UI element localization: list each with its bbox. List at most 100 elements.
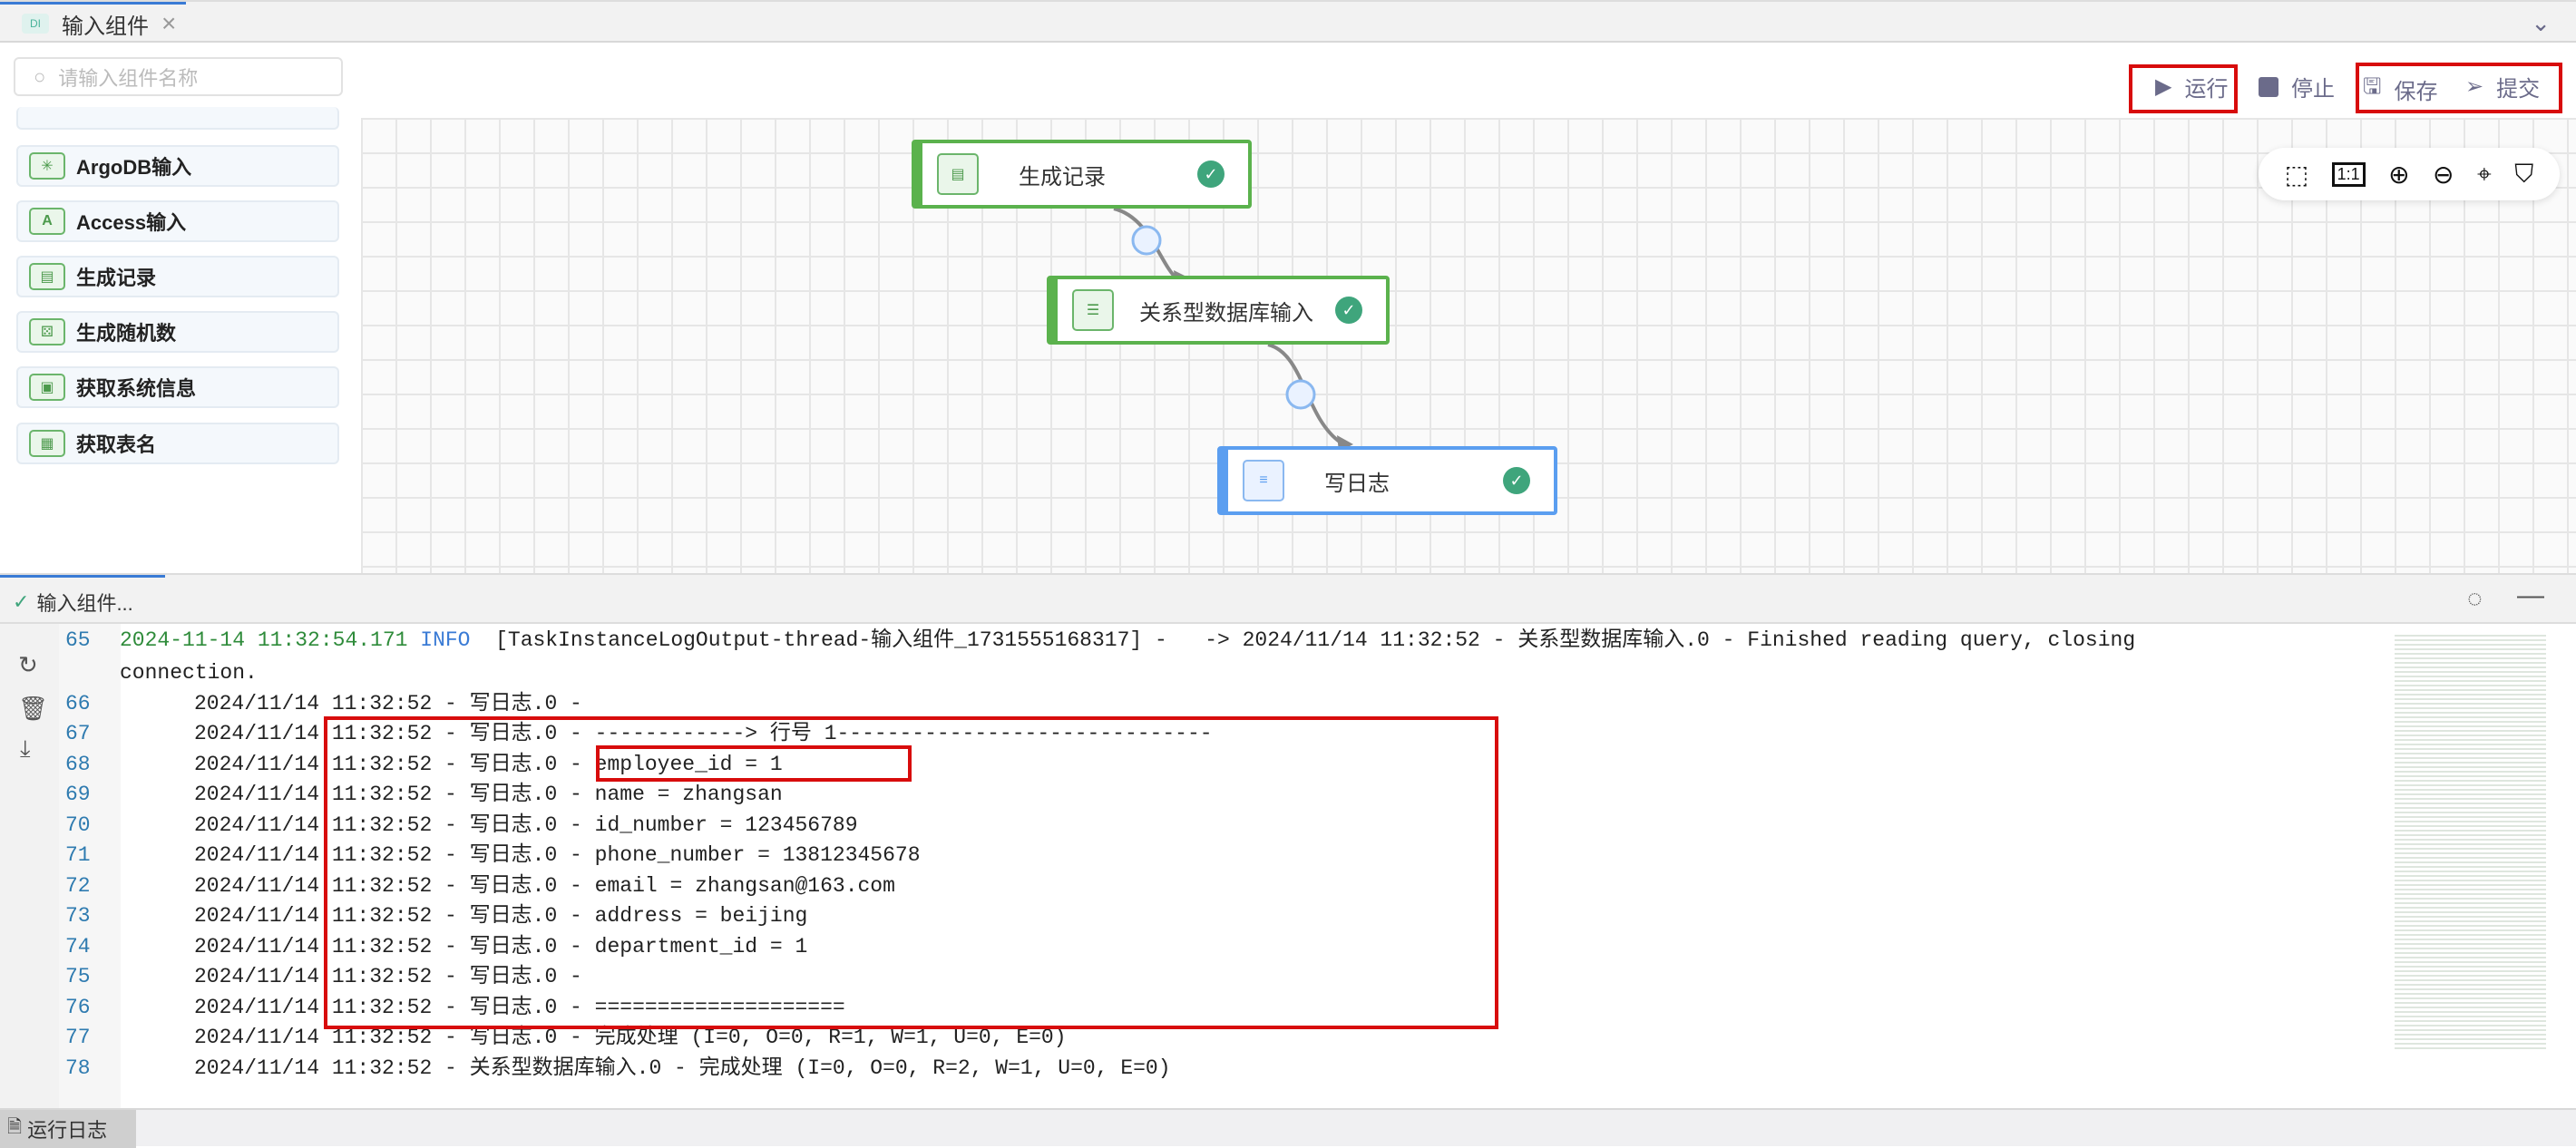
trash-icon[interactable]: 🗑: [18, 695, 49, 722]
argodb-icon: ✳: [29, 152, 65, 180]
node-relational-db-input[interactable]: ☰ 关系型数据库输入 ✓: [1047, 276, 1390, 345]
save-button[interactable]: 🖫保存: [2363, 71, 2437, 108]
run-log-label: 运行日志: [27, 1119, 108, 1142]
line-number: 77: [65, 1026, 91, 1049]
log-line: 2024/11/14 11:32:52 - 写日志.0 - name = zha…: [194, 783, 783, 806]
log-line: 2024/11/14 11:32:52 - 写日志.0 -: [194, 965, 582, 988]
sidebar-item-system-info[interactable]: ▣获取系统信息: [16, 366, 339, 408]
records-icon: ▤: [937, 153, 979, 195]
footer-bar: 🗎 运行日志: [0, 1108, 2576, 1148]
node-write-log[interactable]: ≡ 写日志 ✓: [1217, 446, 1557, 515]
sidebar-item-label: 获取系统信息: [76, 377, 197, 400]
success-circle-icon: ✓: [13, 590, 30, 613]
line-number: 74: [65, 934, 91, 958]
log-icon: ≡: [1243, 460, 1284, 501]
log-side-toolbar: ↻ 🗑 ⤓: [0, 624, 59, 1108]
download-icon[interactable]: ⤓: [20, 735, 31, 762]
line-number: 76: [65, 995, 91, 1019]
log-line: 2024/11/14 11:32:52 - 写日志.0 - phone_numb…: [194, 843, 921, 867]
minimize-icon[interactable]: —: [2517, 580, 2544, 610]
log-level: INFO: [420, 628, 471, 652]
access-icon: A: [29, 208, 65, 235]
tab-input-components[interactable]: DI 输入组件 ×: [0, 2, 186, 43]
sidebar-item-label: 生成记录: [76, 267, 157, 289]
line-number: 72: [65, 873, 91, 898]
log-timestamp: 2024-11-14 11:32:54.171: [120, 628, 408, 652]
sidebar-item-table-names[interactable]: ▦获取表名: [16, 423, 339, 464]
active-tab-indicator: [0, 575, 165, 578]
log-line: 2024/11/14 11:32:52 - 写日志.0 - address = …: [194, 904, 808, 928]
line-number: 69: [65, 783, 91, 806]
sidebar-item-partial[interactable]: [16, 107, 339, 130]
line-number: 73: [65, 904, 91, 928]
stop-label: 停止: [2291, 77, 2335, 102]
log-line: 2024/11/14 11:32:52 - 写日志.0 - ==========…: [194, 995, 845, 1019]
zoom-out-icon[interactable]: ⊖: [2433, 160, 2454, 189]
success-check-icon: ✓: [1503, 467, 1530, 494]
log-line: 2024/11/14 11:32:52 - 写日志.0 - ----------…: [194, 722, 1213, 745]
search-icon: ○: [34, 64, 46, 88]
canvas-zoom-toolbar: ⬚ 1:1 ⊕ ⊖ ⌖ ⛉: [2259, 148, 2560, 200]
tab-title: 输入组件: [62, 14, 149, 39]
line-number: 71: [65, 843, 91, 867]
stop-icon: [2259, 76, 2278, 97]
job-label: 输入组件...: [36, 592, 133, 615]
success-check-icon: ✓: [1335, 297, 1362, 324]
line-number: 68: [65, 752, 91, 776]
log-line: 2024/11/14 11:32:52 - 写日志.0 - employee_i…: [194, 752, 783, 776]
refresh-icon[interactable]: ◌: [2467, 584, 2483, 612]
bookmark-icon[interactable]: ⛉: [2514, 159, 2534, 188]
log-line-continuation: connection.: [120, 661, 258, 685]
edge-copy-icon-1: [1131, 225, 1162, 256]
line-number: 75: [65, 965, 91, 988]
submit-label: 提交: [2496, 77, 2541, 102]
run-log-tab[interactable]: 🗎 运行日志: [0, 1110, 136, 1148]
search-placeholder: 请输入组件名称: [58, 66, 199, 90]
sidebar-item-generate-records[interactable]: ▤ 生成记录: [16, 256, 339, 297]
actual-size-icon[interactable]: 1:1: [2331, 161, 2366, 187]
sidebar-item-random[interactable]: ⚄生成随机数: [16, 311, 339, 353]
node-label: 写日志: [1324, 471, 1390, 496]
sidebar-item-label: 获取表名: [76, 433, 157, 456]
double-chevron-down-icon[interactable]: ⌄: [2531, 9, 2551, 36]
line-number: 78: [65, 1056, 91, 1080]
node-generate-records[interactable]: ▤ 生成记录 ✓: [912, 140, 1252, 209]
flow-canvas[interactable]: [361, 118, 2576, 573]
log-line: 2024/11/14 11:32:52 - 写日志.0 -: [194, 691, 582, 715]
log-file-icon: 🗎: [7, 1117, 23, 1137]
component-search-input[interactable]: ○ 请输入组件名称: [14, 57, 343, 96]
select-area-icon[interactable]: ⬚: [2284, 160, 2309, 189]
database-icon: ☰: [1072, 289, 1114, 331]
bottom-panel-header: ✓ 输入组件... ◌ —: [0, 573, 2576, 624]
run-button[interactable]: ▶运行: [2155, 71, 2228, 102]
log-line: 2024/11/14 11:32:52 - 写日志.0 - id_number …: [194, 812, 858, 837]
stop-button[interactable]: 停止: [2259, 71, 2335, 102]
di-badge-icon: DI: [22, 14, 49, 34]
locate-icon[interactable]: ⌖: [2476, 159, 2492, 188]
toolbar: [361, 43, 2576, 118]
node-label: 生成记录: [1019, 164, 1106, 190]
send-icon: ➢: [2465, 74, 2484, 99]
run-label: 运行: [2184, 77, 2229, 102]
dice-icon: ⚄: [29, 318, 65, 345]
log-line: 2024/11/14 11:32:52 - 写日志.0 - 完成处理 (I=0,…: [194, 1026, 1067, 1049]
submit-button[interactable]: ➢ 提交: [2465, 71, 2540, 102]
line-number: 67: [65, 722, 91, 745]
edge-copy-icon-2: [1285, 379, 1316, 410]
tab-close-icon[interactable]: ×: [161, 9, 177, 37]
success-check-icon: ✓: [1197, 161, 1225, 188]
log-minimap[interactable]: [2395, 632, 2546, 1051]
node-label: 关系型数据库输入: [1139, 300, 1313, 326]
line-number-gutter: [59, 624, 121, 1108]
zoom-in-icon[interactable]: ⊕: [2388, 160, 2410, 189]
log-line: 2024/11/14 11:32:52 - 写日志.0 - email = zh…: [194, 873, 895, 898]
save-label: 保存: [2394, 80, 2438, 104]
log-line: 2024/11/14 11:32:52 - 写日志.0 - department…: [194, 934, 808, 958]
reload-icon[interactable]: ↻: [18, 651, 38, 678]
records-icon: ▤: [29, 263, 65, 290]
job-status[interactable]: ✓ 输入组件...: [13, 588, 133, 617]
sidebar-item-argodb[interactable]: ✳ArgoDB输入: [16, 145, 339, 187]
highlight-run: [2129, 64, 2238, 113]
line-number: 65: [65, 628, 91, 652]
